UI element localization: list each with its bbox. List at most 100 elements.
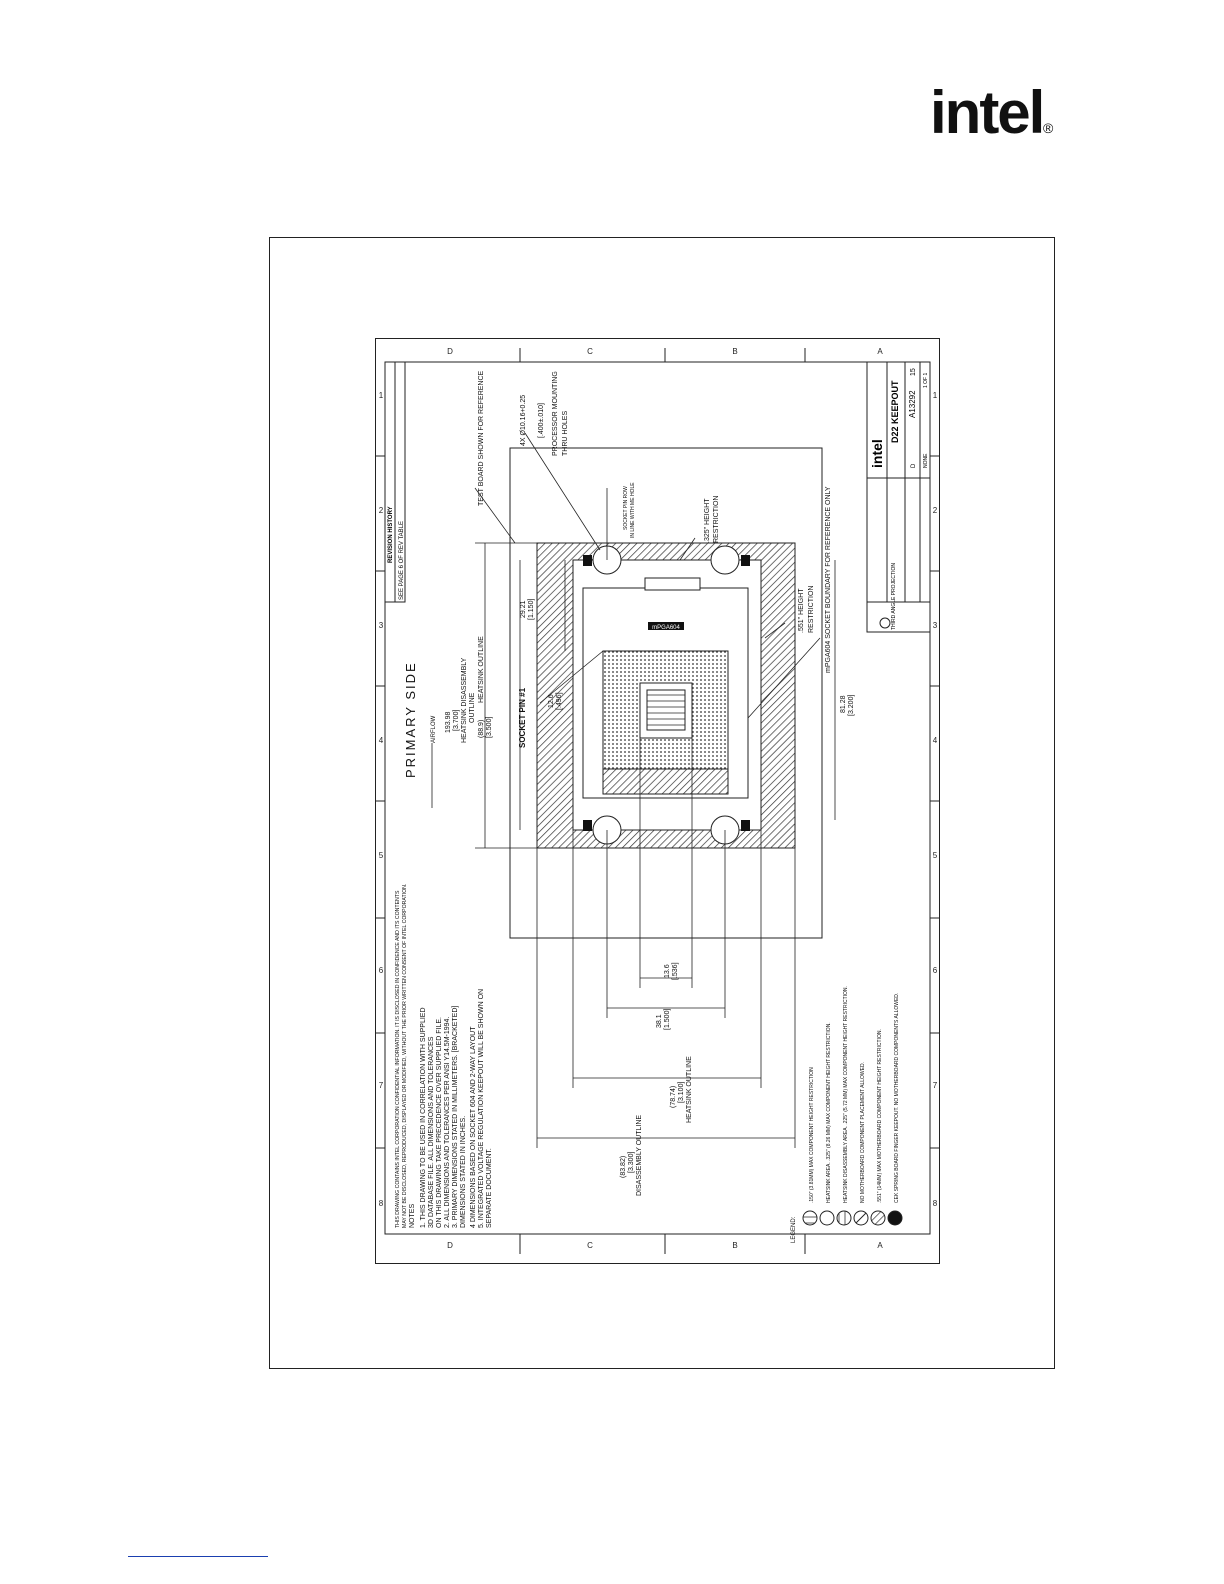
zone-letter: B <box>732 347 737 356</box>
dim-9-mm: (83.82) <box>620 1156 627 1178</box>
zone-number: 6 <box>933 966 938 975</box>
zone-number: 3 <box>379 621 384 630</box>
zone-letter: D <box>447 1241 453 1250</box>
dim-8-in: [3.100] <box>678 1082 685 1103</box>
dim-8-label: HEATSINK OUTLINE <box>686 1056 693 1123</box>
legend-item: HEATSINK DISASSEMBLY AREA. .225" (5.72 M… <box>843 986 849 1203</box>
zone-numbers: 8 7 6 5 4 3 2 1 8 7 6 5 4 3 2 1 <box>379 391 938 1208</box>
dim-1-in: [1.150] <box>528 599 535 620</box>
component-label: mPGA604 <box>652 625 680 631</box>
socket-lever <box>644 577 701 591</box>
figure-frame <box>269 237 1055 1369</box>
dim-2-label-1: HEATSINK DISASSEMBLY <box>461 657 468 743</box>
legend-swatch-hlines <box>802 1210 818 1226</box>
note-line: 4 DIMENSIONS BASED ON SOCKET 604 AND 2-W… <box>470 1026 477 1228</box>
legend-item: HEATSINK AREA. .325" (8.26 MM) MAX COMPO… <box>826 1022 832 1203</box>
note-line: 2. ALL DIMENSIONS AND TOLERANCES PER ANS… <box>444 1017 451 1228</box>
socket-label-box <box>648 622 684 630</box>
zone-number: 8 <box>379 1199 384 1208</box>
keepout-drawing: D C B A D C B A 8 7 6 5 4 3 2 1 8 7 6 5 … <box>375 338 940 1264</box>
dim-6-in: [.536] <box>672 962 679 980</box>
projection-label: THIRD ANGLE PROJECTION <box>891 563 897 630</box>
height-551-callout-2: RESTRICTION <box>808 586 815 633</box>
pin-align-callout-1: SOCKET PIN ROW <box>623 486 629 530</box>
dim-9-label: DISASSEMBLY OUTLINE <box>636 1115 643 1196</box>
finger-keepout <box>741 555 750 566</box>
leader-lines <box>474 432 821 719</box>
footer-rule <box>128 1556 268 1557</box>
dim-3-label: HEATSINK OUTLINE <box>478 636 485 703</box>
dim-5-mm: 81.28 <box>840 695 847 713</box>
dim-9-in: [3.300] <box>628 1152 635 1173</box>
test-board-callout: TEST BOARD SHOWN FOR REFERENCE <box>478 370 485 506</box>
dim-3-in: [3.500] <box>486 717 493 738</box>
zone-number: 4 <box>933 736 938 745</box>
zone-ticks <box>375 348 940 1254</box>
note-line: 3. PRIMARY DIMENSIONS STATED IN MILLIMET… <box>452 1006 459 1228</box>
socket-boundary-callout: mPGA604 SOCKET BOUNDARY FOR REFERENCE ON… <box>825 486 832 673</box>
title-block-company: intel <box>869 439 885 468</box>
legend-swatch-hatch <box>870 1210 886 1226</box>
dim-3-mm: (88.9) <box>478 720 485 738</box>
finger-keepout <box>583 555 592 566</box>
zone-number: 4 <box>379 736 384 745</box>
revision-block: REVISION HISTORY SEE PAGE 6 OF REV TABLE <box>384 361 406 603</box>
revision-header: REVISION HISTORY <box>388 506 394 563</box>
zone-letter: C <box>587 347 593 356</box>
legend-item: CEK SPRING BOARD FINGER KEEPOUT. NO MOTH… <box>894 993 900 1203</box>
legend-item: NO MOTHERBOARD COMPONENT PLACEMENT ALLOW… <box>860 1062 866 1203</box>
dim-1-mm: 29.21 <box>520 600 527 618</box>
confidential-line-2: MAY NOT BE DISCLOSED, REPRODUCED, DISPLA… <box>402 884 408 1228</box>
dim-6-mm: 13.6 <box>664 964 671 978</box>
drawing-title: D22 KEEPOUT <box>890 380 900 443</box>
dim-7-mm: 38.1 <box>656 1014 663 1028</box>
dim-4-in: [.496] <box>556 692 563 710</box>
zone-letters: D C B A D C B A <box>447 347 883 1250</box>
intel-logo: intel ® <box>930 78 1060 148</box>
zone-number: 6 <box>379 966 384 975</box>
zone-number: 5 <box>379 851 384 860</box>
zone-number: 8 <box>933 1199 938 1208</box>
zone-letter: A <box>877 347 883 356</box>
legend-swatch-vlines <box>836 1210 852 1226</box>
note-line: DIMENSIONS STATED IN INCHES. <box>460 1116 467 1228</box>
note-line: SEPARATE DOCUMENT. <box>486 1148 493 1228</box>
zone-number: 7 <box>933 1081 938 1090</box>
zone-number: 1 <box>379 391 384 400</box>
finger-keepout <box>583 820 592 831</box>
mounting-holes <box>592 545 740 845</box>
die-lines <box>646 689 686 731</box>
dimension-lines <box>475 488 836 1148</box>
drawing-size: D <box>911 463 917 468</box>
zone-number: 2 <box>379 506 384 515</box>
drawing-rev: 15 <box>910 368 917 376</box>
note-line: 5. INTEGRATED VOLTAGE REGULATION KEEPOUT… <box>478 989 485 1228</box>
mount-holes-callout-1: 4X Ø10.16+0.25 <box>520 395 527 446</box>
doc-number: A13292 <box>908 390 917 418</box>
registered-mark: ® <box>1043 120 1054 136</box>
finger-keepout <box>741 820 750 831</box>
socket-latch-area <box>602 768 729 795</box>
legend-swatch-solid <box>887 1210 903 1226</box>
zone-letter: C <box>587 1241 593 1250</box>
sheet-inner-border <box>384 361 931 1235</box>
dim-8-mm: (78.74) <box>670 1086 677 1108</box>
zone-letter: A <box>877 1241 883 1250</box>
zone-number: 7 <box>379 1081 384 1090</box>
test-board-outline <box>509 447 823 939</box>
view-title: PRIMARY SIDE <box>403 661 418 778</box>
height-325-callout-2: RESTRICTION <box>713 496 720 543</box>
projection-symbol <box>879 617 891 629</box>
note-line: 3D DATABASE FILE. ALL DIMENSIONS AND TOL… <box>428 1036 435 1228</box>
pin-align-callout-2: IN LINE WITH ME HOLE <box>630 482 636 538</box>
legend-item: .150" (3.81MM) MAX COMPONENT HEIGHT REST… <box>809 1067 815 1203</box>
mount-hole <box>710 545 740 575</box>
note-line: 1. THIS DRAWING TO BE USED IN CORRELATIO… <box>420 1007 427 1228</box>
dim-4-mm: 12.6 <box>548 694 555 708</box>
airflow-label: AIRFLOW <box>431 715 437 743</box>
height-325-callout-1: .325" HEIGHT <box>704 498 711 543</box>
legend-item: .551" (14MM) MAX MOTHERBOARD COMPONENT H… <box>877 1029 883 1203</box>
zone-letter: D <box>447 347 453 356</box>
drawing-scale: NONE <box>923 453 929 468</box>
zone-letter: B <box>732 1241 737 1250</box>
